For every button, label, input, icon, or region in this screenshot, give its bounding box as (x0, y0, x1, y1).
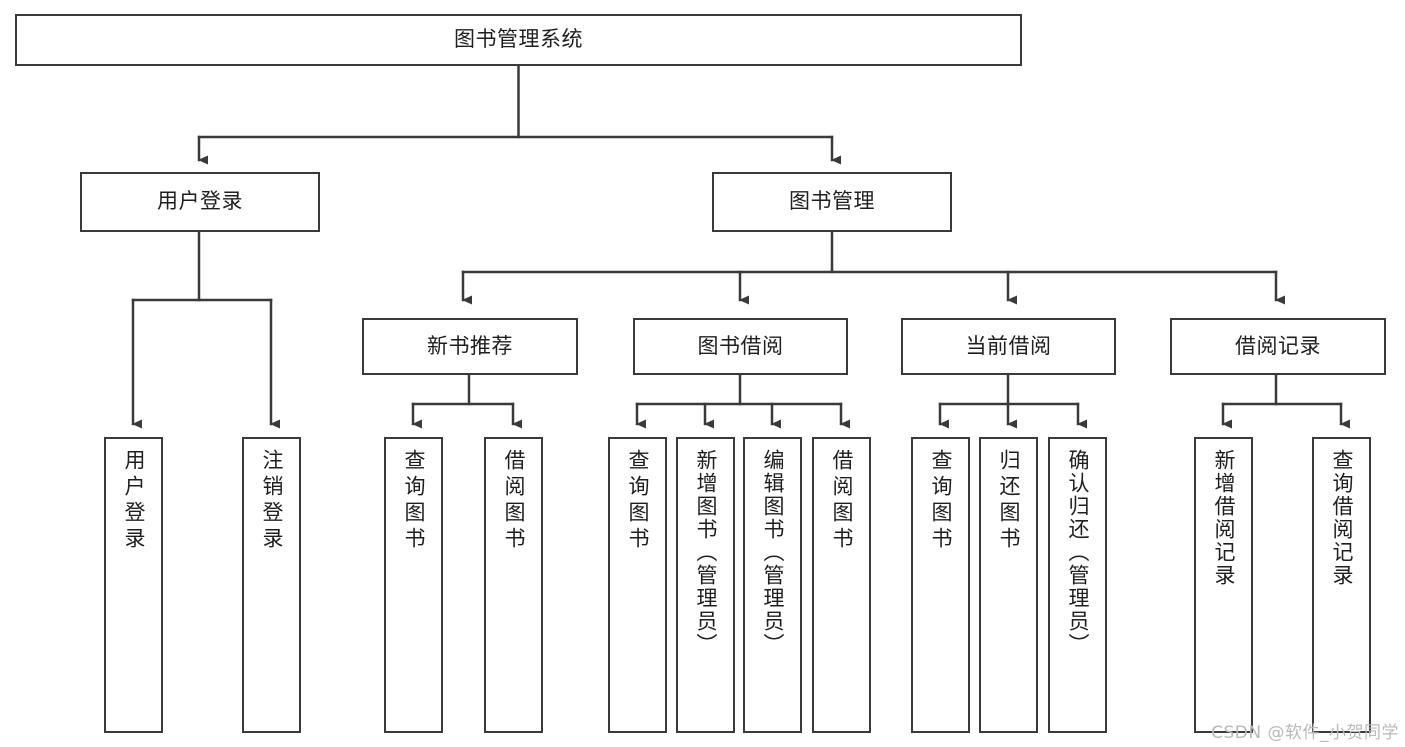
node-book-borrow[interactable]: 图书借阅 (633, 318, 848, 375)
node-label: 新书推荐 (427, 333, 513, 358)
node-leaf-add-book-admin[interactable]: 新增图书（管理员） (676, 437, 735, 733)
node-label: 确认归还（管理员） (1066, 449, 1090, 656)
node-label: 查询借阅记录 (1330, 449, 1354, 587)
node-new-book-recommend[interactable]: 新书推荐 (362, 318, 578, 375)
node-label: 注销登录 (260, 449, 284, 553)
node-leaf-edit-book-admin[interactable]: 编辑图书（管理员） (743, 437, 802, 733)
node-current-borrow[interactable]: 当前借阅 (901, 318, 1116, 375)
node-label: 借阅图书 (502, 449, 526, 553)
node-label: 图书管理 (789, 189, 875, 214)
node-label: 新增借阅记录 (1212, 449, 1236, 587)
node-leaf-query-book-borrow[interactable]: 查询图书 (608, 437, 667, 733)
node-root-system[interactable]: 图书管理系统 (15, 14, 1022, 66)
node-leaf-user-login[interactable]: 用户登录 (104, 437, 163, 733)
node-label: 用户登录 (157, 189, 243, 214)
node-user-login[interactable]: 用户登录 (80, 172, 320, 232)
node-label: 当前借阅 (965, 333, 1052, 358)
node-label: 借阅图书 (830, 449, 854, 553)
node-leaf-query-book-recommend[interactable]: 查询图书 (384, 437, 443, 733)
node-label: 用户登录 (122, 449, 146, 553)
node-label: 新增图书（管理员） (694, 449, 718, 656)
node-label: 图书管理系统 (454, 27, 583, 52)
node-label: 查询图书 (402, 449, 426, 553)
node-leaf-confirm-return-admin[interactable]: 确认归还（管理员） (1048, 437, 1107, 733)
node-leaf-query-borrow-record[interactable]: 查询借阅记录 (1312, 437, 1371, 733)
node-leaf-borrow-book-recommend[interactable]: 借阅图书 (484, 437, 543, 733)
node-leaf-logout[interactable]: 注销登录 (242, 437, 301, 733)
node-leaf-query-book-current[interactable]: 查询图书 (911, 437, 970, 733)
node-label: 查询图书 (626, 449, 650, 553)
node-leaf-borrow-book[interactable]: 借阅图书 (812, 437, 871, 733)
node-borrow-record[interactable]: 借阅记录 (1170, 318, 1386, 375)
node-label: 图书借阅 (697, 333, 784, 358)
node-label: 借阅记录 (1235, 333, 1321, 358)
watermark-text: CSDN @软件_小贺同学 (1211, 723, 1399, 743)
node-label: 编辑图书（管理员） (761, 449, 785, 656)
node-leaf-add-borrow-record[interactable]: 新增借阅记录 (1194, 437, 1253, 733)
node-label: 查询图书 (929, 449, 953, 553)
node-leaf-return-book[interactable]: 归还图书 (979, 437, 1038, 733)
node-book-management[interactable]: 图书管理 (712, 172, 952, 232)
node-label: 归还图书 (997, 449, 1021, 553)
